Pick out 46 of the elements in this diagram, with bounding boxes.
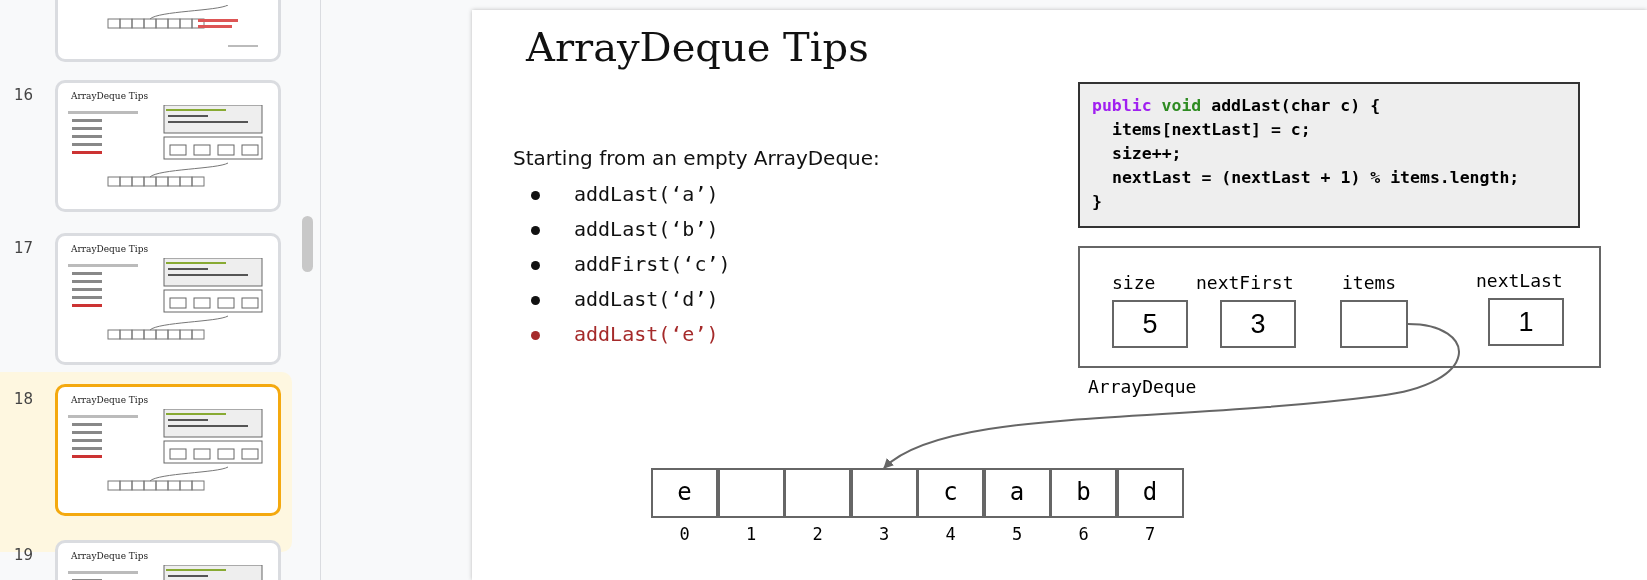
thumbnail-title: ArrayDeque Tips <box>71 551 149 561</box>
field-label: nextFirst <box>1196 272 1294 293</box>
value-box: 5 <box>1112 300 1188 348</box>
array-index: 2 <box>811 524 824 544</box>
field-label: size <box>1112 272 1156 293</box>
value-box: 3 <box>1220 300 1296 348</box>
array-index: 5 <box>1010 524 1024 544</box>
thumbnail-title: ArrayDeque Tips <box>71 91 149 101</box>
array-cell: e <box>651 468 718 518</box>
slide-number: 17 <box>14 239 34 257</box>
array-cell <box>717 468 785 518</box>
slide-thumbnail <box>55 384 281 516</box>
code-block: public void addLast(char c) { items[nextLast] = c; size++; nextLast = (nextLast + 1) % items.length; } <box>1078 82 1580 228</box>
code-text: addFirst(‘c’) <box>574 252 731 276</box>
array-cell <box>850 468 918 518</box>
array-cell: b <box>1050 468 1117 518</box>
array-index: 6 <box>1077 524 1090 544</box>
array-index: 3 <box>877 524 891 544</box>
thumbnail-title: ArrayDeque Tips <box>71 395 149 405</box>
code-text: addLast(‘d’) <box>574 287 719 311</box>
array-index: 1 <box>744 524 758 544</box>
slide-thumbnail <box>55 233 281 365</box>
slide-title: ArrayDeque Tips <box>526 24 869 70</box>
object-label: ArrayDeque <box>1088 376 1197 397</box>
field-label: items <box>1342 272 1397 293</box>
value-box: 1 <box>1488 298 1564 346</box>
code-text: addLast(‘b’) <box>574 217 719 241</box>
pointer-arrow <box>883 323 1460 469</box>
array-cell: d <box>1116 468 1184 518</box>
array-index: 0 <box>678 524 691 544</box>
slide-number: 18 <box>14 390 34 408</box>
array-cell: a <box>983 468 1051 518</box>
slide-thumbnail <box>55 80 281 212</box>
value-box <box>1340 300 1408 348</box>
object-box <box>1078 246 1601 368</box>
slide-number: 19 <box>14 546 34 564</box>
code-text: addLast(‘e’) <box>574 322 719 346</box>
field-label: nextLast <box>1476 270 1563 291</box>
slide-number: 16 <box>14 86 34 104</box>
array-cell <box>784 468 851 518</box>
code-text: addLast(‘a’) <box>574 182 719 206</box>
array-index: 7 <box>1143 524 1157 544</box>
array-index: 4 <box>944 524 957 544</box>
intro-text: Starting from an empty ArrayDeque: <box>513 146 880 170</box>
array-cell: c <box>917 468 984 518</box>
thumbnail-title: ArrayDeque Tips <box>71 244 149 254</box>
